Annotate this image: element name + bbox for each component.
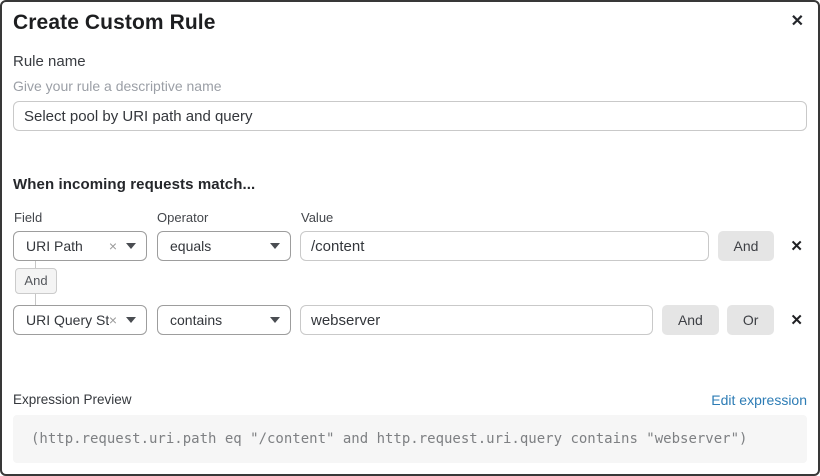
matcher-section: When incoming requests match... Field Op…	[13, 176, 807, 335]
and-button-row-2[interactable]: And	[661, 305, 719, 335]
rule-name-section: Rule name Give your rule a descriptive n…	[13, 53, 807, 131]
operator-column-label: Operator	[157, 210, 209, 225]
clear-field-icon[interactable]: ×	[108, 312, 117, 328]
operator-select-1[interactable]: equals	[157, 231, 291, 261]
close-icon[interactable]: ✕	[788, 12, 807, 32]
operator-select-1-value: equals	[170, 238, 212, 254]
condition-row-2: URI Query St... × contains And Or ✕	[13, 305, 807, 335]
and-connector-badge: And	[15, 268, 57, 294]
matcher-column-labels: Field Operator Value	[13, 210, 807, 225]
value-column-label: Value	[301, 210, 334, 225]
expression-preview-section: Expression Preview Edit expression (http…	[13, 392, 807, 463]
edit-expression-link[interactable]: Edit expression	[711, 392, 807, 408]
rule-name-input[interactable]	[13, 101, 807, 131]
field-select-1-value: URI Path	[26, 238, 83, 254]
rule-name-hint: Give your rule a descriptive name	[13, 78, 222, 94]
chevron-down-icon	[126, 243, 136, 249]
field-select-1[interactable]: URI Path ×	[13, 231, 147, 261]
operator-select-2-value: contains	[170, 312, 223, 328]
value-input-2[interactable]	[300, 305, 653, 335]
remove-row-2-icon[interactable]: ✕	[790, 312, 803, 329]
clear-field-icon[interactable]: ×	[108, 238, 117, 254]
field-select-2[interactable]: URI Query St... ×	[13, 305, 147, 335]
expression-code-block: (http.request.uri.path eq "/content" and…	[13, 415, 807, 463]
chevron-down-icon	[270, 243, 280, 249]
row-connector: And	[13, 261, 807, 305]
page-title: Create Custom Rule	[13, 11, 216, 34]
operator-select-2[interactable]: contains	[157, 305, 291, 335]
field-column-label: Field	[14, 210, 43, 225]
rule-name-label: Rule name	[13, 53, 86, 70]
condition-row-1: URI Path × equals And ✕	[13, 231, 807, 261]
expression-preview-label: Expression Preview	[13, 392, 132, 407]
field-select-2-value: URI Query St...	[26, 312, 109, 328]
expression-preview-header: Expression Preview Edit expression	[13, 392, 807, 408]
matcher-heading: When incoming requests match...	[13, 176, 256, 193]
chevron-down-icon	[126, 317, 136, 323]
chevron-down-icon	[270, 317, 280, 323]
and-button-row-1[interactable]: And	[717, 231, 775, 261]
value-input-1[interactable]	[300, 231, 709, 261]
dialog-header: Create Custom Rule ✕	[13, 11, 807, 35]
remove-row-1-icon[interactable]: ✕	[790, 238, 803, 255]
or-button-row-2[interactable]: Or	[726, 305, 775, 335]
